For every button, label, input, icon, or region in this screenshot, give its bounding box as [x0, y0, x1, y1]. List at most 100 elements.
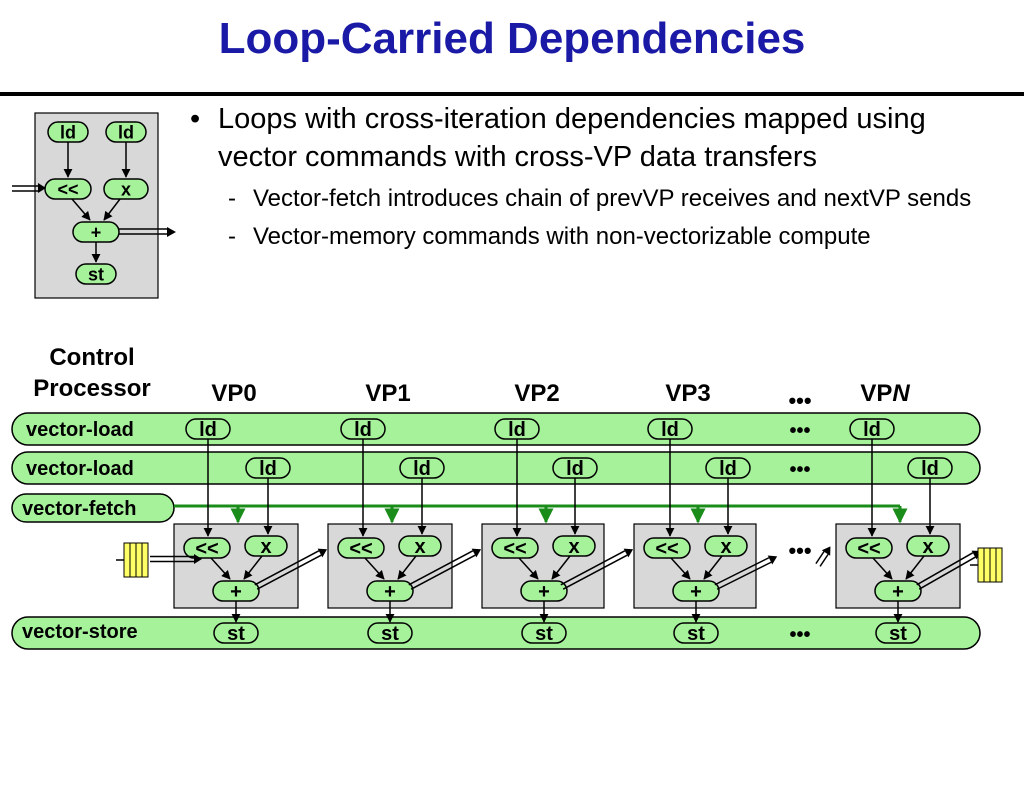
vp-label: VP1	[365, 380, 410, 407]
vector-load-bar-2	[11, 451, 981, 485]
vector-fetch-bar	[11, 493, 175, 523]
vp-label: VP2	[514, 380, 559, 407]
output-queue-slot	[989, 547, 997, 583]
ellipsis: •••	[788, 388, 811, 413]
vp-edge	[905, 555, 925, 580]
title-divider	[0, 92, 1024, 96]
vp-ld-node-row1-label: ld	[354, 419, 372, 441]
bullet-text: Loops with cross-iteration dependencies …	[218, 103, 926, 173]
template-mul-node-label: x	[121, 179, 131, 199]
vp-shift-node	[845, 537, 893, 559]
vp-ld-node-row2-label: ld	[719, 458, 737, 480]
vp-edge	[518, 557, 539, 580]
template-st-node-label: st	[88, 264, 104, 284]
vp-mul-node	[244, 535, 288, 557]
vp-mul-node	[398, 535, 442, 557]
cross-vp-transfer	[408, 550, 474, 586]
vp-mul-node-label: x	[414, 536, 425, 558]
vp-shift-node	[643, 537, 691, 559]
cross-vp-transfer-head	[821, 546, 831, 556]
input-queue-slot	[129, 542, 137, 578]
vp-add-node-label: +	[230, 581, 242, 603]
cross-vp-transfer	[562, 554, 628, 590]
vp-st-node	[673, 622, 719, 644]
template-shift-node	[44, 178, 92, 200]
template-next-out-head	[167, 227, 176, 237]
vp-mul-node-label: x	[260, 536, 271, 558]
vp-shift-node	[337, 537, 385, 559]
template-add-node-label: +	[91, 222, 102, 242]
vp-st-node	[521, 622, 567, 644]
vp-st-node-label: st	[687, 623, 705, 645]
output-queue-slot	[995, 547, 1003, 583]
ellipsis: •••	[789, 420, 810, 442]
bullet-list: • Loops with cross-iteration dependencie…	[190, 100, 1010, 251]
input-queue-slot	[141, 542, 149, 578]
output-queue	[977, 547, 1003, 583]
ellipsis: •••	[789, 459, 810, 481]
vp-ld-node-row1-label: ld	[661, 419, 679, 441]
vp-edge	[551, 555, 571, 580]
vp-label: VP3	[665, 380, 710, 407]
vp-st-node	[367, 622, 413, 644]
template-st-node	[75, 263, 117, 285]
vp-mul-node	[906, 535, 950, 557]
vector-load-label: vector-load	[26, 419, 134, 441]
output-queue-slot	[977, 547, 985, 583]
input-queue	[123, 542, 149, 578]
input-queue-slot	[135, 542, 143, 578]
vp-ld-node-row2-label: ld	[921, 458, 939, 480]
vp-ld-node-row1-label: ld	[199, 419, 217, 441]
template-edge	[103, 198, 121, 221]
sub-bullet-text: Vector-fetch introduces chain of prevVP …	[253, 185, 972, 212]
vp-ld-node-row2-label: ld	[259, 458, 277, 480]
cross-vp-transfer-head	[471, 548, 482, 558]
vp-st-node-label: st	[889, 623, 907, 645]
cross-vp-transfer	[819, 553, 829, 567]
template-ld-node-label: ld	[118, 122, 134, 142]
template-shift-node-label: <<	[57, 179, 78, 199]
input-queue-slot	[123, 542, 131, 578]
output-queue-slot	[983, 547, 991, 583]
cross-vp-transfer	[256, 554, 322, 590]
sub-bullet-item: - Vector-memory commands with non-vector…	[190, 222, 1010, 251]
vp-edge	[872, 557, 893, 580]
cross-vp-transfer	[254, 550, 320, 586]
template-mul-node	[103, 178, 149, 200]
vp-add-node-label: +	[538, 581, 550, 603]
vector-store-label: vector-store	[22, 621, 138, 643]
cross-vp-transfer	[410, 554, 476, 590]
vp-st-node-label: st	[535, 623, 553, 645]
vp-mul-node-label: x	[922, 536, 933, 558]
cross-vp-transfer-head	[194, 554, 202, 564]
vp-edge	[243, 555, 263, 580]
vp-add-node-label: +	[690, 581, 702, 603]
vp-shift-node-label: <<	[655, 538, 678, 560]
vp-label: VP0	[211, 380, 256, 407]
bullet-item: • Loops with cross-iteration dependencie…	[190, 100, 1010, 176]
vp-add-node-label: +	[384, 581, 396, 603]
vp-ld-node-row2-label: ld	[566, 458, 584, 480]
vp-mul-node-label: x	[568, 536, 579, 558]
template-edge	[71, 198, 91, 221]
vector-load-label: vector-load	[26, 458, 134, 480]
vp-edge	[397, 555, 417, 580]
vp-mul-node-label: x	[720, 536, 731, 558]
vp-shift-node-label: <<	[349, 538, 372, 560]
ellipsis: •••	[788, 538, 811, 563]
vp-edge	[210, 557, 231, 580]
sub-bullet-text: Vector-memory commands with non-vectoriz…	[253, 223, 871, 250]
vp-ld-node-row1-label: ld	[863, 419, 881, 441]
cross-vp-transfer-head	[767, 555, 778, 565]
vp-label-suffix: N	[892, 380, 910, 407]
vp-ld-node-row1-label: ld	[508, 419, 526, 441]
vp-shift-node	[183, 537, 231, 559]
vp-st-node	[875, 622, 921, 644]
vp-edge	[364, 557, 385, 580]
vp-add-node-label: +	[892, 581, 904, 603]
vp-st-node-label: st	[381, 623, 399, 645]
cross-vp-transfer-head	[317, 548, 328, 558]
vp-edge	[670, 557, 691, 580]
vp-edge	[703, 555, 723, 580]
